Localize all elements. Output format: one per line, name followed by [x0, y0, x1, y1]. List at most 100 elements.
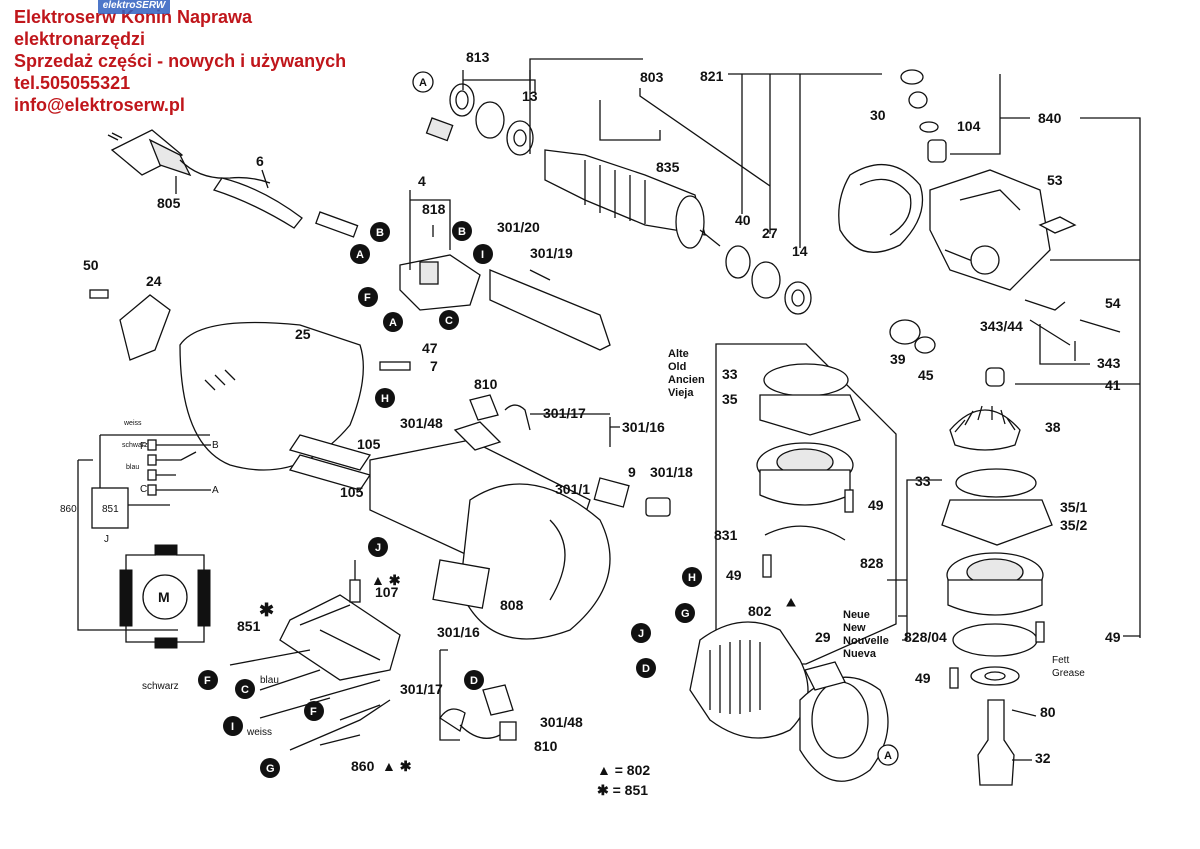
wiring-a: A [212, 485, 219, 496]
legend-802: ▲ = 802 [597, 762, 650, 778]
part-25: 25 [295, 326, 311, 342]
marker-802-triangle [786, 597, 796, 607]
part-343-44: 343/44 [980, 318, 1023, 334]
field-coil-drawing [689, 621, 889, 782]
part-301-20: 301/20 [497, 219, 540, 235]
wiring-diagram: 851 B A F C weiss schwarz blau J 860 M [60, 420, 219, 649]
ref-f-3 [304, 701, 324, 721]
part-6: 6 [256, 153, 264, 169]
ref-i-1 [473, 244, 493, 264]
part-7: 7 [430, 358, 438, 374]
motor-symbol: M [158, 589, 170, 605]
svg-text:F: F [204, 675, 211, 687]
part-105b: 105 [340, 484, 364, 500]
wire-weiss: weiss [246, 727, 272, 738]
part-104: 104 [957, 118, 981, 134]
ref-a-guard-label: A [884, 750, 892, 762]
svg-text:J: J [375, 542, 381, 554]
header-line-3: Sprzedaż części - nowych i używanych [14, 51, 347, 71]
part-301-16a: 301/16 [622, 419, 665, 435]
plug-cable-drawing [107, 129, 359, 238]
part-40: 40 [735, 212, 751, 228]
svg-text:F: F [310, 706, 317, 718]
electronics-module-drawing [229, 560, 401, 751]
gear-housing-drawing [838, 69, 1121, 387]
wire-schwarz: schwarz [142, 681, 179, 692]
part-301-19: 301/19 [530, 245, 573, 261]
part-38: 38 [1045, 419, 1061, 435]
bevel-gear-drawing [941, 405, 1053, 786]
part-50: 50 [83, 257, 99, 273]
svg-text:D: D [642, 663, 650, 675]
ref-j-1 [368, 537, 388, 557]
part-54: 54 [1105, 295, 1121, 311]
ref-b-2 [452, 221, 472, 241]
wiring-c: C [140, 484, 147, 495]
part-35-2: 35/2 [1060, 517, 1087, 533]
part-32: 32 [1035, 750, 1051, 766]
new-label-1: Neue [843, 609, 870, 621]
part-301-48a: 301/48 [400, 415, 443, 431]
part-80: 80 [1040, 704, 1056, 720]
part-49a: 49 [868, 497, 884, 513]
ref-g-1 [260, 758, 280, 778]
ref-d-1 [464, 670, 484, 690]
part-105a: 105 [357, 436, 381, 452]
part-343: 343 [1097, 355, 1121, 371]
ref-b-1 [370, 222, 390, 242]
svg-text:B: B [376, 227, 384, 239]
part-818: 818 [422, 201, 446, 217]
part-49c: 49 [1105, 629, 1121, 645]
svg-text:I: I [481, 249, 484, 261]
letter-markers: B A B I F A C H J F C I F G D H G J D [198, 221, 702, 778]
part-805: 805 [157, 195, 181, 211]
part-24: 24 [146, 273, 162, 289]
part-49b: 49 [726, 567, 742, 583]
armature-drawing [425, 83, 812, 315]
ref-a-1 [350, 244, 370, 264]
svg-text:H: H [381, 393, 389, 405]
svg-text:G: G [266, 763, 275, 775]
svg-text:C: C [241, 684, 249, 696]
marker-851-star: ✱ [259, 600, 274, 620]
old-label-3: Ancien [668, 374, 705, 386]
new-label-4: Nueva [843, 648, 877, 660]
grease-label-1: Fett [1052, 655, 1069, 666]
svg-text:B: B [458, 226, 466, 238]
part-45: 45 [918, 367, 934, 383]
header-line-5: info@elektroserw.pl [14, 95, 185, 115]
svg-text:J: J [638, 628, 644, 640]
ref-a-2 [383, 312, 403, 332]
wiring-box-label: 851 [102, 504, 119, 515]
part-30: 30 [870, 107, 886, 123]
part-35: 35 [722, 391, 738, 407]
part-4: 4 [418, 173, 426, 189]
part-821: 821 [700, 68, 724, 84]
brush-holder-drawing [399, 225, 611, 351]
part-835: 835 [656, 159, 680, 175]
part-808: 808 [500, 597, 524, 613]
part-301-1: 301/1 [555, 481, 590, 497]
new-label-2: New [843, 622, 866, 634]
part-39: 39 [890, 351, 906, 367]
part-53: 53 [1047, 172, 1063, 188]
switch-parts-drawing [439, 649, 517, 741]
part-851: 851 [237, 618, 261, 634]
wiring-b: B [212, 440, 219, 451]
header-line-2: elektronarzędzi [14, 29, 146, 49]
wire-blau: blau [260, 675, 279, 686]
wiring-j: J [104, 534, 109, 545]
wiring-860: 860 [60, 504, 77, 515]
part-301-16b: 301/16 [437, 624, 480, 640]
part-828-04: 828/04 [904, 629, 947, 645]
part-14: 14 [792, 243, 808, 259]
part-831: 831 [714, 527, 738, 543]
ref-d-2 [636, 658, 656, 678]
header-line-4: tel.505055321 [14, 73, 131, 93]
part-802: 802 [748, 603, 772, 619]
svg-text:G: G [681, 608, 690, 620]
marker-860-tri-star: ▲ ✱ [382, 758, 412, 774]
part-301-17a: 301/17 [543, 405, 586, 421]
svg-text:A: A [389, 317, 397, 329]
